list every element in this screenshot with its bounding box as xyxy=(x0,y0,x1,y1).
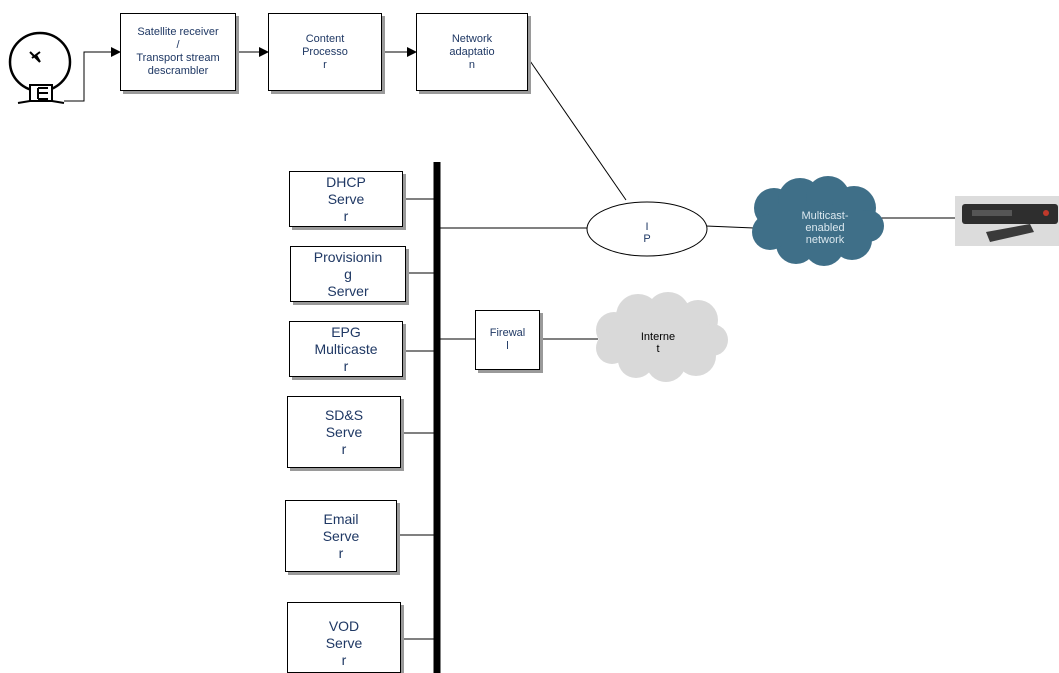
ip-router-oval xyxy=(586,201,708,257)
multicast-network-label: Multicast- enabled network xyxy=(801,210,849,246)
satellite-dish-icon xyxy=(8,31,72,104)
vod-server-box: VOD Serve r xyxy=(287,602,401,673)
adaptation-to-ip-connector xyxy=(527,57,627,201)
ip-label: I P xyxy=(643,221,651,245)
content-processor-label: Content Processo r xyxy=(302,32,348,71)
ip-to-multicast-connector xyxy=(705,225,755,229)
provisioning-server-box: Provisionin g Server xyxy=(290,246,406,302)
bus-connectors xyxy=(397,198,958,640)
internet-label: Interne t xyxy=(640,331,676,355)
email-server-label: Email Serve r xyxy=(322,510,360,561)
dish-to-receiver-connector xyxy=(64,47,121,102)
multicast-network-cloud xyxy=(752,176,884,266)
satellite-receiver-box: Satellite receiver / Transport stream de… xyxy=(120,13,236,91)
dhcp-server-label: DHCP Serve r xyxy=(326,173,366,224)
sds-server-label: SD&S Serve r xyxy=(324,406,364,457)
set-top-box-icon xyxy=(955,196,1059,246)
internet-cloud xyxy=(596,292,728,382)
firewall-label: Firewal l xyxy=(489,327,526,352)
firewall-box: Firewal l xyxy=(475,310,540,370)
sds-server-box: SD&S Serve r xyxy=(287,396,401,468)
network-adaptation-box: Network adaptatio n xyxy=(416,13,528,91)
provisioning-server-label: Provisionin g Server xyxy=(313,248,383,299)
vod-server-label: VOD Serve r xyxy=(325,618,363,668)
epg-multicaster-label: EPG Multicaste r xyxy=(314,323,378,374)
content-processor-box: Content Processo r xyxy=(268,13,382,91)
top-chain-connectors xyxy=(64,47,627,201)
satellite-receiver-label: Satellite receiver / Transport stream de… xyxy=(136,26,220,77)
email-server-box: Email Serve r xyxy=(285,500,397,572)
dhcp-server-box: DHCP Serve r xyxy=(289,171,403,227)
network-adaptation-label: Network adaptatio n xyxy=(449,32,495,71)
epg-multicaster-box: EPG Multicaste r xyxy=(289,321,403,377)
